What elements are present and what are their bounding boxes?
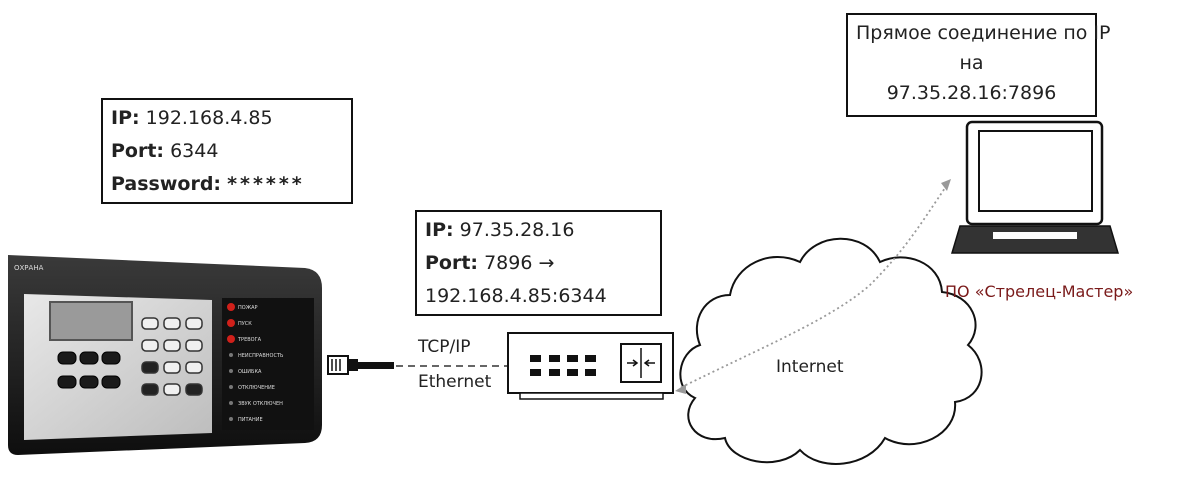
router-info-box: IP: 97.35.28.16 Port: 7896 → 192.168.4.8… (415, 210, 662, 316)
connection-arrow-top-icon (941, 179, 951, 191)
ethernet-connector-icon (327, 355, 394, 375)
device-port-label: Port: (111, 140, 165, 162)
indicator-label: ЗВУК ОТКЛЮЧЕН (238, 401, 283, 407)
panel-keypad-right (141, 317, 203, 396)
indicator-label: ТРЕВОГА (237, 337, 262, 343)
pc-info-line1: Прямое соединение по IP (856, 22, 1111, 44)
pc-info-line3: 97.35.28.16:7896 (886, 82, 1057, 104)
router-ip-value: 97.35.28.16 (459, 219, 575, 241)
internet-cloud-icon (679, 237, 983, 465)
panel-keypad-left (57, 351, 121, 389)
device-port-line: Port: 6344 (111, 135, 343, 168)
forward-arrow-icon: → (538, 252, 555, 274)
router-port-label: Port: (425, 252, 479, 274)
device-info-box: IP: 192.168.4.85 Port: 6344 Password: **… (101, 98, 353, 204)
panel-indicator-labels: ПОЖАР ПУСК ТРЕВОГА НЕИСПРАВНОСТЬ ОШИБКА … (237, 305, 284, 423)
device-ip-value: 192.168.4.85 (145, 107, 273, 129)
medium-label: Ethernet (418, 372, 492, 392)
router-ip-label: IP: (425, 219, 454, 241)
indicator-label: ПОЖАР (238, 305, 258, 311)
device-password-line: Password: ****** (111, 168, 343, 201)
software-label: ПО «Стрелец-Мастер» (945, 282, 1134, 301)
panel-lcd-screen (49, 301, 133, 341)
router-icon (507, 332, 674, 400)
indicator-label: ОТКЛЮЧЕНИЕ (238, 385, 275, 391)
router-port-line: Port: 7896 → (425, 247, 652, 280)
device-port-value: 6344 (170, 140, 219, 162)
control-panel-device: ОХРАНА (8, 255, 322, 455)
panel-indicator-leds (227, 303, 235, 421)
indicator-label: ОШИБКА (238, 369, 262, 375)
device-ip-line: IP: 192.168.4.85 (111, 102, 343, 135)
router-port-value: 7896 (484, 252, 533, 274)
device-ip-label: IP: (111, 107, 140, 129)
protocol-label: TCP/IP (418, 337, 471, 357)
device-password-value: ****** (227, 173, 305, 195)
pc-info-line2: на (959, 52, 984, 74)
router-forward-line: 192.168.4.85:6344 (425, 280, 652, 313)
internet-label: Internet (776, 357, 844, 377)
indicator-label: ПУСК (238, 321, 252, 327)
pc-info-box: Прямое соединение по IP на 97.35.28.16:7… (846, 13, 1111, 117)
indicator-label: ПИТАНИЕ (238, 417, 263, 423)
panel-brand-text: ОХРАНА (14, 264, 44, 272)
router-ip-line: IP: 97.35.28.16 (425, 214, 652, 247)
laptop-icon (950, 120, 1120, 254)
device-password-label: Password: (111, 173, 222, 195)
connection-arrow-bottom-icon (675, 384, 686, 394)
indicator-label: НЕИСПРАВНОСТЬ (238, 353, 284, 359)
router-forward-target: 192.168.4.85:6344 (425, 285, 607, 307)
